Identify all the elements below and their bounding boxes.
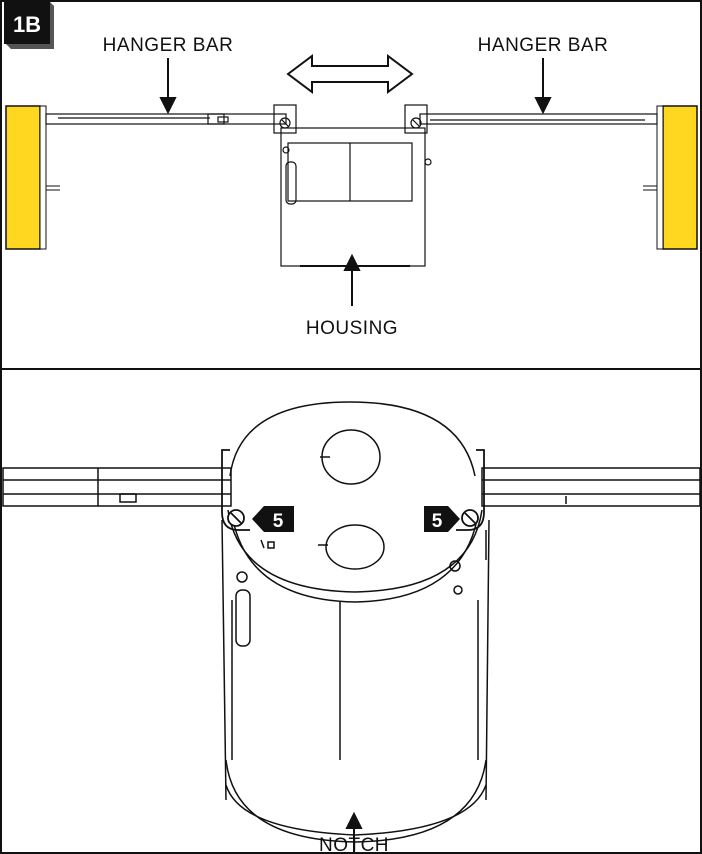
hanger-bar	[45, 113, 658, 125]
bracket-right	[456, 449, 485, 531]
screw-badge-right-text: 5	[432, 511, 443, 532]
joist-right	[643, 105, 698, 250]
housing-close	[221, 401, 490, 843]
screw-badge-left-text: 5	[273, 511, 284, 532]
joist-left	[5, 105, 60, 250]
adjust-double-arrow	[286, 54, 414, 94]
label-notch: NOTCH	[319, 835, 389, 854]
step-badge-bg	[4, 1, 50, 44]
label-hanger-bar-left: HANGER BAR	[103, 35, 234, 56]
label-hanger-bar-right: HANGER BAR	[478, 35, 609, 56]
step-badge: 1B	[4, 1, 54, 49]
hanger-bar-close	[2, 467, 701, 507]
screw-badge-left: 5	[252, 506, 294, 532]
screw-badge-right: 5	[424, 506, 460, 532]
housing-top	[273, 104, 432, 267]
step-badge-text: 1B	[13, 12, 41, 37]
label-housing: HOUSING	[306, 318, 398, 339]
bracket-left	[221, 449, 250, 531]
